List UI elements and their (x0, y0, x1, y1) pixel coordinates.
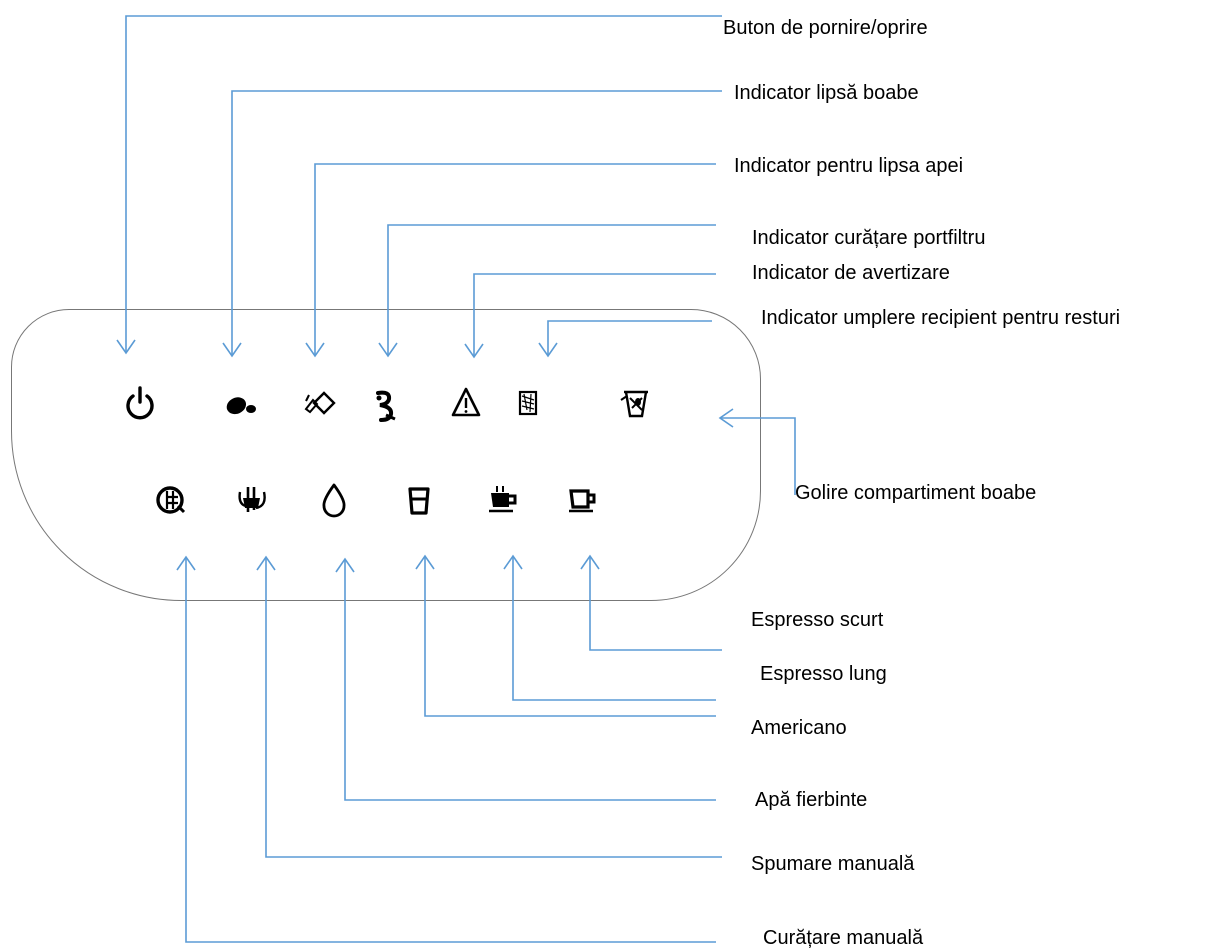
arrowhead-waste (538, 342, 558, 358)
water-drop-icon[interactable] (322, 483, 346, 518)
leader-line-frothing (265, 557, 722, 858)
leader-line-no-water (314, 163, 716, 356)
leader-line-empty-beans (720, 417, 796, 495)
arrowhead-no-beans (222, 342, 242, 358)
label-warning: Indicator de avertizare (752, 262, 950, 284)
power-icon[interactable] (126, 386, 154, 420)
leader-line-hot-water (344, 559, 716, 801)
leader-lines (116, 15, 796, 943)
label-hot-water: Apă fierbinte (755, 789, 868, 811)
empty-beans-icon (620, 390, 648, 418)
arrowhead-power (116, 339, 136, 355)
arrowhead-americano (415, 554, 435, 570)
label-americano: Americano (751, 717, 847, 739)
label-power-button: Buton de pornire/oprire (723, 17, 928, 39)
label-no-beans: Indicator lipsă boabe (734, 82, 919, 104)
arrowhead-empty-beans (718, 408, 734, 428)
label-portafilter-cleaning: Indicator curățare portfiltru (752, 227, 986, 249)
arrowhead-hot-water (335, 557, 355, 573)
leader-line-waste (547, 320, 712, 356)
label-no-water: Indicator pentru lipsa apei (734, 155, 964, 177)
arrowhead-short-espresso (580, 554, 600, 570)
leader-line-warning (473, 273, 716, 357)
label-short-espresso: Espresso scurt (751, 609, 884, 631)
warning-icon (451, 387, 481, 417)
long-cup-icon[interactable] (489, 486, 517, 513)
arrowhead-frothing (256, 555, 276, 571)
short-cup-icon[interactable] (569, 489, 596, 513)
cleaning-icon[interactable] (156, 486, 186, 514)
leader-line-power (125, 15, 722, 353)
tall-glass-icon[interactable] (408, 487, 430, 515)
leader-line-portafilter (387, 224, 716, 356)
label-long-espresso: Espresso lung (760, 663, 887, 685)
beans-icon (226, 397, 256, 415)
leader-line-long-espresso (512, 556, 716, 701)
label-waste-container-full: Indicator umplere recipient pentru restu… (761, 307, 1121, 329)
label-manual-frothing: Spumare manuală (751, 853, 915, 875)
arrowhead-portafilter (378, 342, 398, 358)
frothing-icon[interactable] (238, 487, 266, 512)
leader-line-short-espresso (589, 556, 722, 651)
arrowhead-warning (464, 343, 484, 359)
arrowhead-cleaning (176, 555, 196, 571)
waste-container-icon (518, 390, 538, 416)
label-manual-cleaning: Curățare manuală (763, 927, 924, 949)
portafilter-icon (376, 390, 396, 422)
leader-line-no-beans (231, 90, 722, 356)
label-empty-bean-compartment: Golire compartiment boabe (795, 482, 1037, 504)
arrowhead-long-espresso (503, 554, 523, 570)
leader-line-cleaning (185, 557, 716, 943)
arrowhead-no-water (305, 342, 325, 358)
leader-line-americano (424, 556, 716, 717)
water-tank-icon (304, 391, 336, 415)
